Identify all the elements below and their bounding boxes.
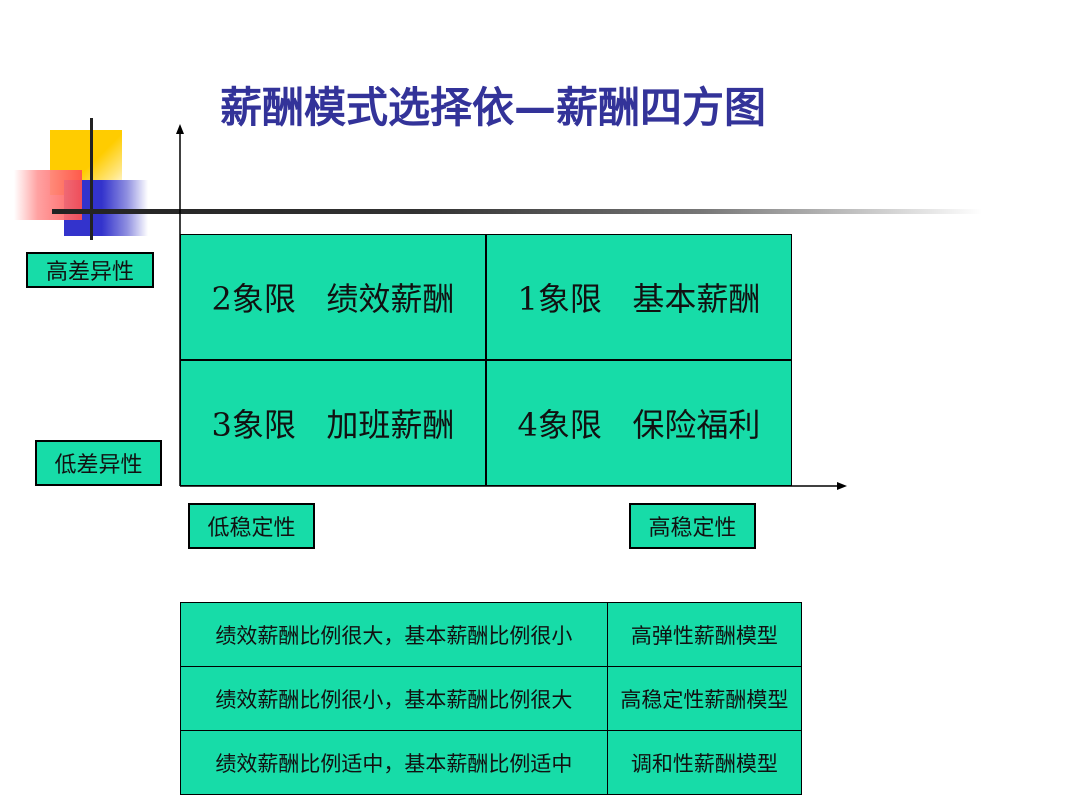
y-axis-arrow — [176, 124, 184, 134]
x-axis-arrow — [837, 482, 847, 490]
quadrant-4: 4象限 保险福利 — [486, 360, 792, 486]
quadrant-1: 1象限 基本薪酬 — [486, 234, 792, 360]
table-cell-model: 高弹性薪酬模型 — [606, 602, 803, 667]
quadrant-2: 2象限 绩效薪酬 — [180, 234, 486, 360]
quadrant-3: 3象限 加班薪酬 — [180, 360, 486, 486]
table-row: 绩效薪酬比例很小，基本薪酬比例很大 高稳定性薪酬模型 — [180, 666, 803, 731]
table-cell-model: 调和性薪酬模型 — [606, 730, 803, 795]
y-axis-low-label: 低差异性 — [35, 440, 162, 486]
decor-vertical-line — [90, 118, 93, 240]
model-table: 绩效薪酬比例很大，基本薪酬比例很小 高弹性薪酬模型 绩效薪酬比例很小，基本薪酬比… — [180, 602, 803, 795]
table-cell-model: 高稳定性薪酬模型 — [606, 666, 803, 731]
table-row: 绩效薪酬比例适中，基本薪酬比例适中 调和性薪酬模型 — [180, 730, 803, 795]
page-title: 薪酬模式选择依—薪酬四方图 — [220, 83, 767, 132]
table-cell-description: 绩效薪酬比例很大，基本薪酬比例很小 — [180, 602, 608, 667]
x-axis-high-label: 高稳定性 — [629, 503, 756, 549]
quadrant-grid: 2象限 绩效薪酬 1象限 基本薪酬 3象限 加班薪酬 4象限 保险福利 — [180, 234, 792, 486]
table-cell-description: 绩效薪酬比例很小，基本薪酬比例很大 — [180, 666, 608, 731]
table-row: 绩效薪酬比例很大，基本薪酬比例很小 高弹性薪酬模型 — [180, 602, 803, 667]
decor-horizontal-rule — [52, 209, 982, 214]
x-axis-low-label: 低稳定性 — [188, 503, 315, 549]
table-cell-description: 绩效薪酬比例适中，基本薪酬比例适中 — [180, 730, 608, 795]
y-axis-high-label: 高差异性 — [26, 252, 154, 288]
